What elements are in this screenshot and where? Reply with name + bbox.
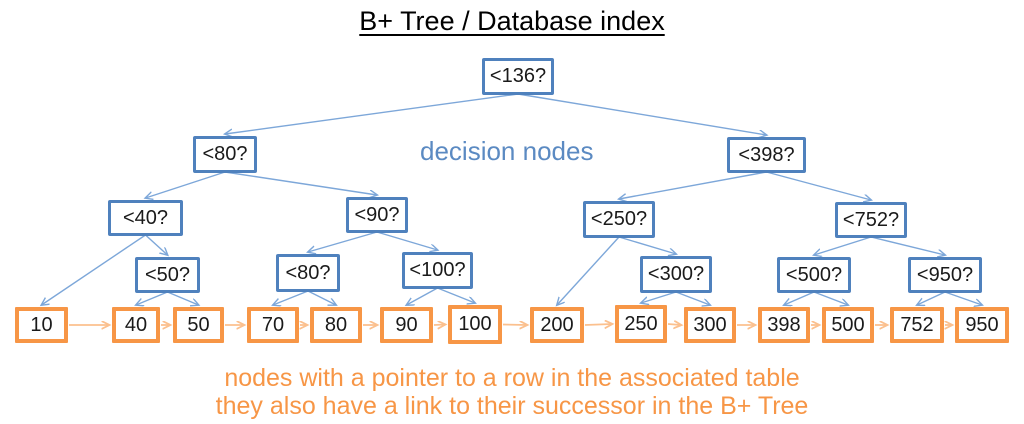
tree-edge-n500-l500 — [813, 291, 848, 305]
node-label: <500? — [785, 263, 843, 286]
tree-edge-n100-l90 — [407, 287, 438, 305]
decision-node-300: <300? — [640, 256, 712, 293]
leaf-node-10: 10 — [15, 307, 68, 343]
leaf-node-80: 80 — [310, 307, 362, 343]
leaf-node-250: 250 — [615, 305, 667, 343]
tree-edge-n80b-l70 — [273, 290, 309, 305]
successor-link-l200-l250 — [584, 324, 612, 325]
footer-line-2: they also have a link to their successor… — [215, 392, 809, 420]
leaf-node-752: 752 — [890, 307, 944, 343]
tree-edge-n80-n90 — [224, 171, 377, 195]
decision-node-90: <90? — [346, 197, 408, 233]
decision-node-752: <752? — [835, 202, 907, 238]
decision-node-950: <950? — [908, 257, 982, 293]
decision-node-40: <40? — [108, 200, 183, 236]
page-title: B+ Tree / Database index — [0, 6, 1024, 37]
node-label: <50? — [144, 263, 191, 286]
node-label: 752 — [900, 313, 934, 336]
tree-edge-n50-l40 — [136, 291, 168, 305]
leaf-node-100: 100 — [448, 305, 502, 344]
successor-link-l100-l200 — [502, 325, 527, 326]
successor-link-l90-l100 — [433, 325, 445, 326]
tree-edge-n398-n752 — [766, 171, 872, 200]
tree-edge-n100-l100 — [437, 287, 476, 303]
page-title-text: B+ Tree / Database index — [359, 6, 665, 36]
tree-edge-n40-l10 — [42, 234, 146, 305]
tree-edge-n398-n250 — [619, 171, 767, 199]
leaf-node-950: 950 — [955, 307, 1009, 343]
tree-edge-n50-l50 — [167, 291, 199, 305]
node-label: 90 — [395, 313, 418, 336]
node-label: <80? — [285, 261, 331, 284]
tree-edge-n950-l950 — [944, 291, 982, 305]
node-label: 80 — [324, 313, 348, 336]
node-label: <398? — [738, 143, 795, 166]
decision-node-50: <50? — [135, 257, 200, 293]
node-label: 500 — [831, 313, 865, 336]
decision-node-398: <398? — [727, 137, 806, 173]
tree-edge-n250-n300 — [618, 236, 676, 254]
decision-node-100: <100? — [402, 252, 473, 289]
node-label: 300 — [693, 313, 727, 336]
node-label: <136? — [489, 65, 547, 87]
leaf-node-398: 398 — [758, 307, 810, 343]
node-label: <80? — [202, 143, 248, 165]
node-label: 950 — [965, 313, 999, 336]
tree-edge-n80b-l80 — [307, 290, 336, 305]
successor-link-l250-l300 — [667, 324, 681, 325]
tree-edge-n500-l398 — [784, 291, 815, 305]
node-label: <950? — [916, 263, 974, 286]
tree-edge-n90-n80b — [308, 231, 378, 252]
tree-edge-n136-n80 — [225, 93, 519, 134]
tree-edge-n90-n100 — [376, 231, 438, 250]
node-label: 200 — [540, 313, 574, 336]
node-label: <40? — [122, 206, 169, 229]
leaf-nodes-annotation: nodes with a pointer to a row in the ass… — [0, 364, 1024, 420]
decision-nodes-annotation: decision nodes — [420, 136, 594, 166]
node-label: 10 — [30, 313, 53, 336]
footer-line-1: nodes with a pointer to a row in the ass… — [224, 364, 800, 392]
tree-edge-n40-n50 — [145, 234, 168, 255]
node-label: <250? — [590, 208, 648, 230]
tree-edge-n300-l300 — [675, 291, 710, 305]
node-label: <90? — [354, 203, 400, 226]
edges — [42, 93, 983, 326]
node-label: <300? — [647, 263, 705, 285]
node-label: 40 — [124, 313, 148, 336]
tree-edge-n950-l752 — [917, 291, 946, 305]
tree-edge-n752-n950 — [870, 236, 945, 255]
node-label: <752? — [842, 208, 900, 231]
leaf-node-300: 300 — [684, 307, 736, 343]
tree-edge-n250-l200 — [557, 236, 620, 305]
leaf-node-90: 90 — [380, 307, 433, 343]
leaf-node-500: 500 — [822, 307, 874, 343]
node-label: 70 — [261, 313, 285, 336]
leaf-node-70: 70 — [247, 307, 299, 343]
tree-edge-n752-n500 — [814, 236, 872, 255]
node-label: 50 — [187, 313, 210, 336]
node-label: 250 — [624, 312, 658, 335]
decision-node-250: <250? — [583, 201, 655, 238]
node-label: <100? — [409, 259, 466, 281]
leaf-node-50: 50 — [173, 307, 224, 343]
tree-edge-n300-l250 — [641, 291, 677, 303]
node-label: 100 — [458, 313, 492, 335]
leaf-node-200: 200 — [530, 307, 584, 343]
decision-node-80: <80? — [276, 254, 340, 292]
decision-node-80: <80? — [193, 136, 257, 173]
tree-edge-n80-n40 — [146, 171, 226, 198]
decision-node-500: <500? — [777, 257, 851, 293]
leaf-node-40: 40 — [112, 307, 160, 343]
node-label: 398 — [767, 313, 801, 336]
decision-node-136: <136? — [482, 58, 554, 95]
tree-edge-n136-n398 — [517, 93, 767, 135]
